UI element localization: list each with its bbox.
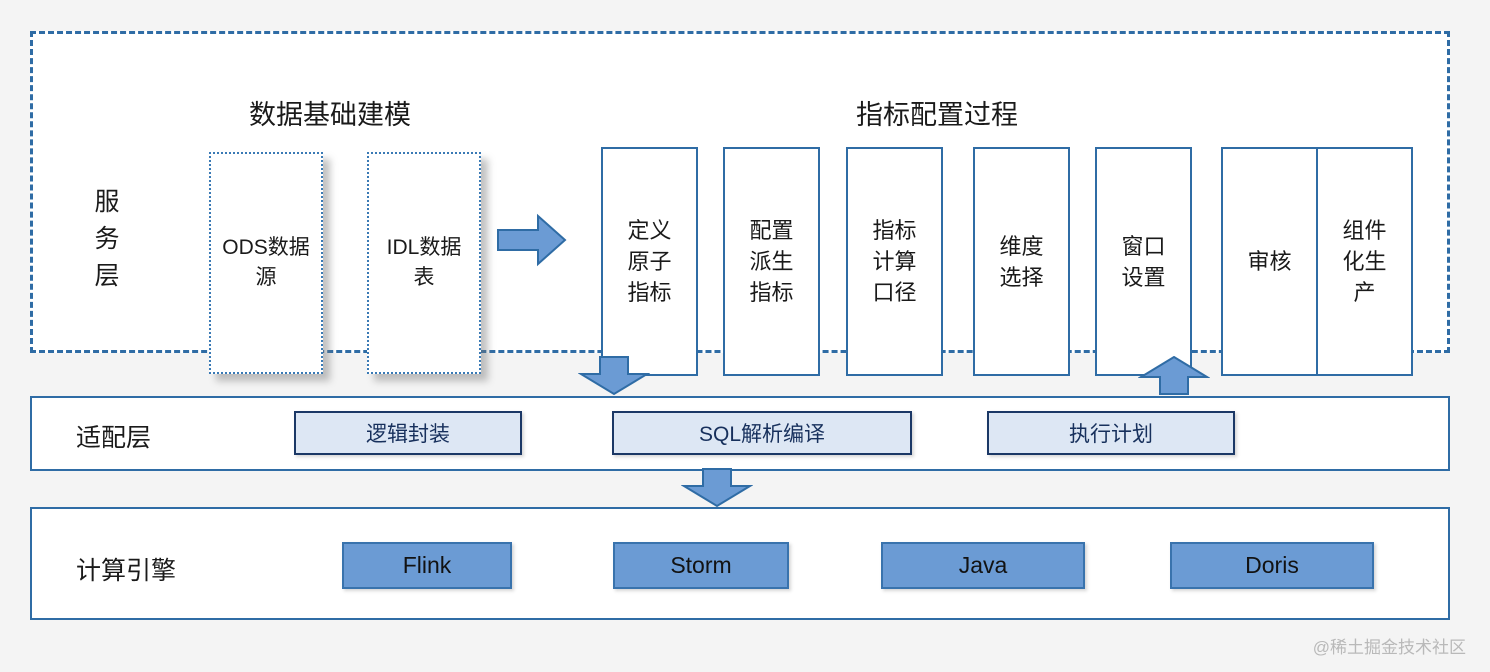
process-box-label-0: 定义原子指标 (627, 218, 672, 305)
arrow-service-to-adapter (577, 356, 651, 401)
arrow-down-icon (680, 468, 754, 508)
arrow-down-icon (577, 356, 651, 396)
watermark: @稀土掘金技术社区 (1312, 638, 1466, 657)
arrow-adapter-to-service (1137, 355, 1211, 401)
source-box-ods[interactable]: ODS数据源 (209, 152, 323, 374)
process-box-dimension-selection[interactable]: 维度选择 (973, 147, 1070, 376)
service-layer-label-char-2: 层 (94, 262, 120, 290)
arrow-modeling-to-config (496, 210, 568, 275)
adapter-box-label-2: 执行计划 (1069, 423, 1153, 446)
engine-box-java[interactable]: Java (881, 542, 1085, 589)
adapter-layer-label: 适配层 (76, 424, 152, 452)
process-box-configure-derived-metric[interactable]: 配置派生指标 (723, 147, 820, 376)
engine-box-storm[interactable]: Storm (613, 542, 789, 589)
source-box-idl[interactable]: IDL数据表 (367, 152, 481, 374)
arrow-right-icon (497, 213, 567, 267)
adapter-box-sql-parse-compile[interactable]: SQL解析编译 (612, 411, 912, 455)
process-box-label-6: 组件化生产 (1342, 218, 1387, 305)
source-box-ods-label: ODS数据源 (222, 236, 310, 289)
process-box-metric-calculation-scope[interactable]: 指标计算口径 (846, 147, 943, 376)
process-box-label-3: 维度选择 (999, 233, 1044, 290)
process-box-window-settings[interactable]: 窗口设置 (1095, 147, 1192, 376)
adapter-box-label-0: 逻辑封装 (366, 423, 450, 446)
engine-box-label-3: Doris (1245, 552, 1299, 578)
process-box-label-4: 窗口设置 (1121, 233, 1166, 290)
adapter-box-label-1: SQL解析编译 (698, 423, 826, 446)
engine-box-flink[interactable]: Flink (342, 542, 512, 589)
engine-box-label-1: Storm (670, 552, 732, 578)
arrow-adapter-to-compute (680, 468, 754, 513)
adapter-box-logic-encapsulation[interactable]: 逻辑封装 (294, 411, 522, 455)
engine-box-label-2: Java (958, 552, 1008, 578)
service-layer-label: 服 务 层 (85, 184, 129, 295)
compute-layer-label: 计算引擎 (76, 557, 177, 585)
adapter-box-execution-plan[interactable]: 执行计划 (987, 411, 1235, 455)
service-layer-container: 服 务 层 数据基础建模 指标配置过程 ODS数据源 IDL数据表 定义原子指标… (30, 31, 1450, 376)
engine-box-doris[interactable]: Doris (1170, 542, 1374, 589)
process-box-label-1: 配置派生指标 (749, 218, 794, 305)
process-box-label-2: 指标计算口径 (872, 218, 917, 305)
adapter-layer-container: 适配层 逻辑封装 SQL解析编译 执行计划 (30, 396, 1450, 471)
process-box-define-atomic-metric[interactable]: 定义原子指标 (601, 147, 698, 376)
arrow-up-icon (1137, 355, 1211, 395)
section-title-data-modeling: 数据基础建模 (249, 100, 411, 130)
service-layer-label-char-0: 服 (94, 188, 120, 216)
source-box-idl-label: IDL数据表 (386, 236, 462, 289)
compute-layer-container: 计算引擎 Flink Storm Java Doris (30, 507, 1450, 620)
process-box-review[interactable]: 审核 (1221, 147, 1318, 376)
engine-box-label-0: Flink (402, 552, 452, 578)
service-layer-label-char-1: 务 (94, 225, 120, 253)
process-box-label-5: 审核 (1247, 249, 1292, 274)
process-box-componentized-production[interactable]: 组件化生产 (1316, 147, 1413, 376)
section-title-metric-configuration: 指标配置过程 (856, 100, 1018, 130)
